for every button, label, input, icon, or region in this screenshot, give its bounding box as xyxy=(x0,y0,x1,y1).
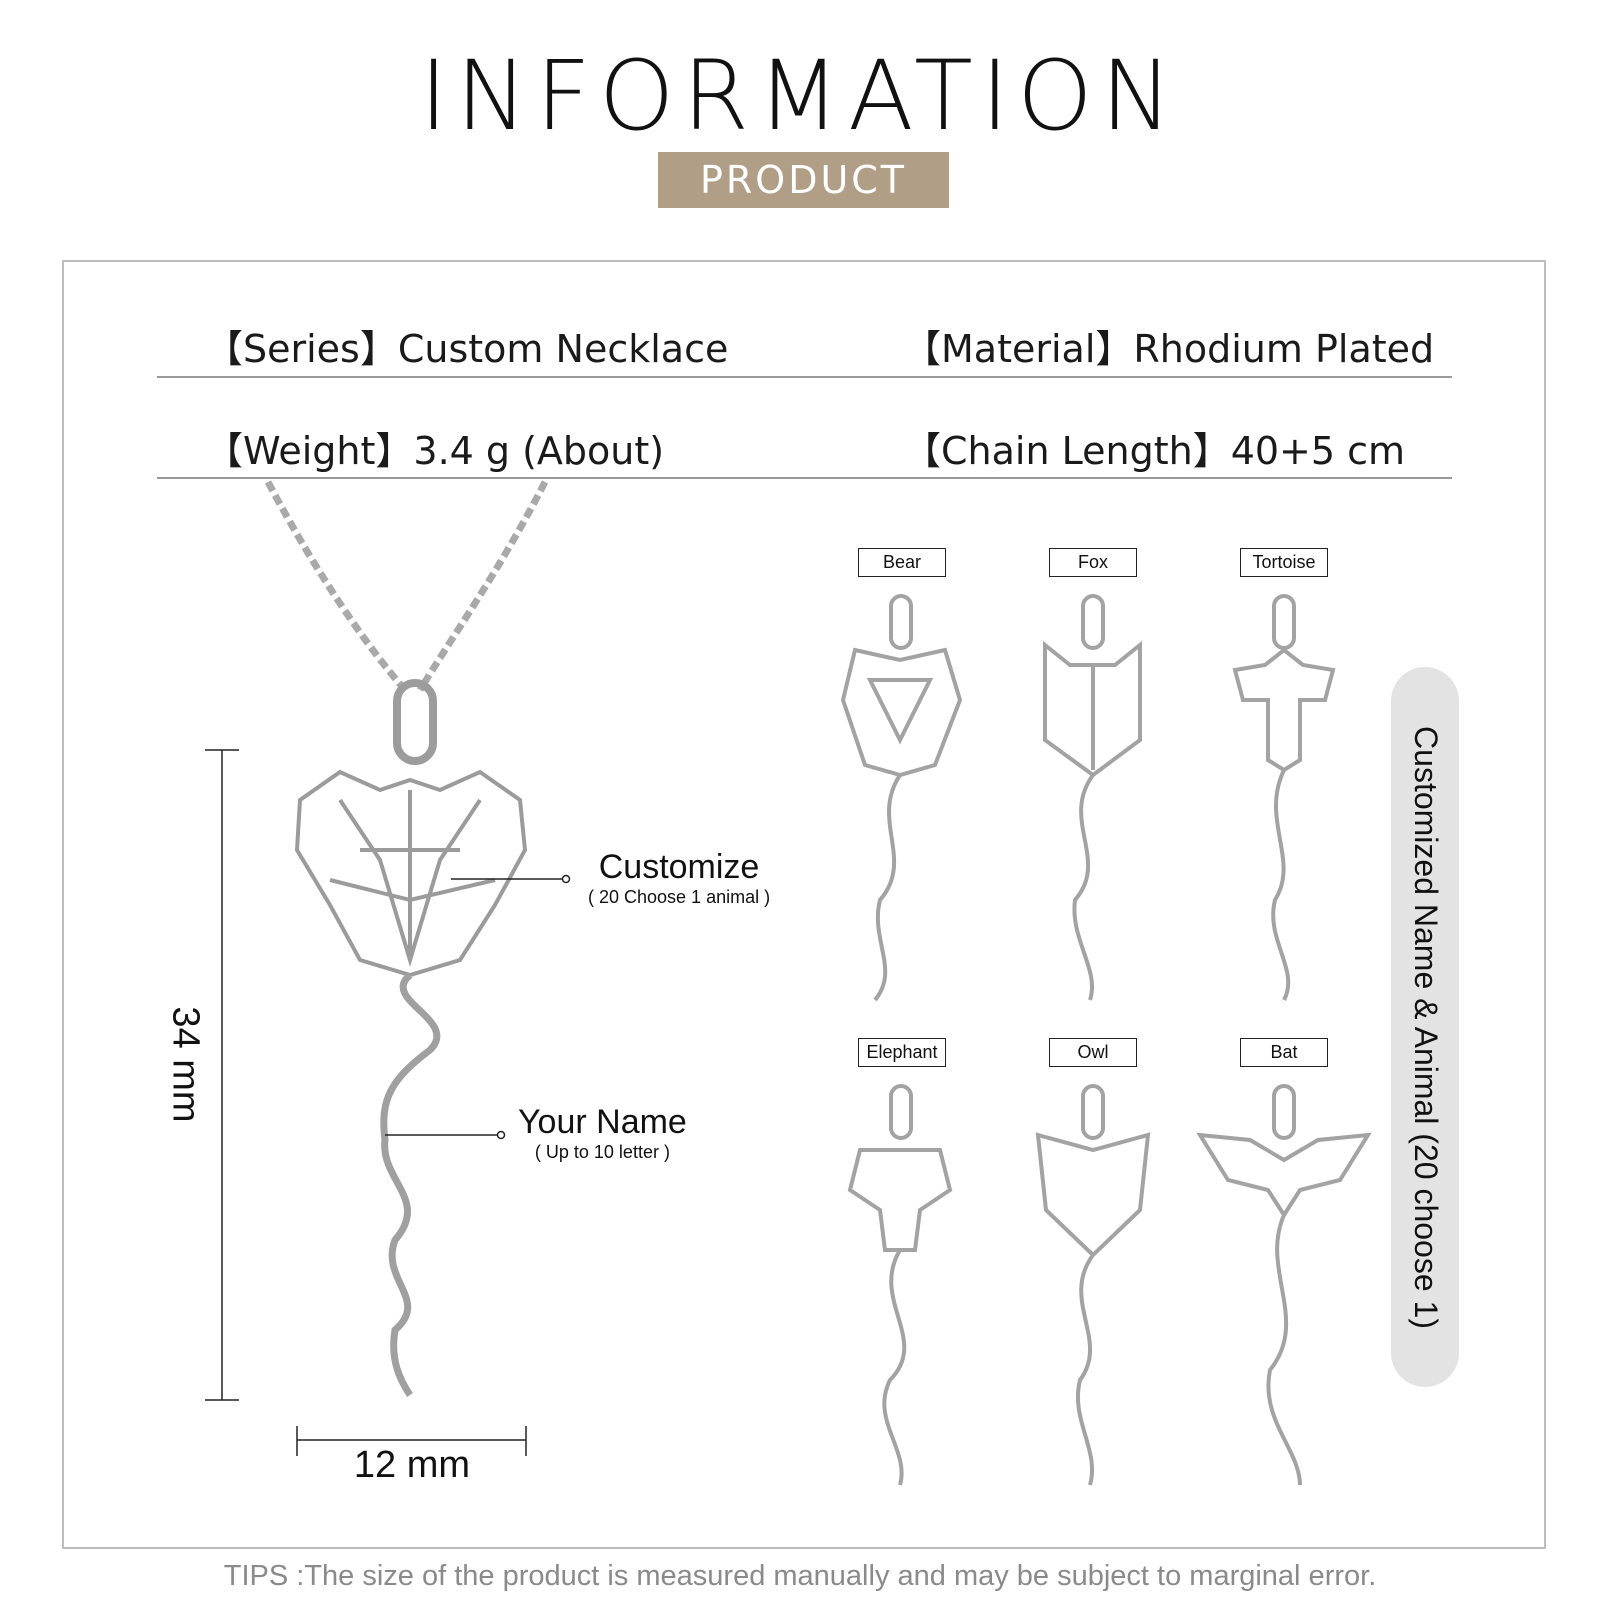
spec-chain-length: 【Chain Length】40+5 cm xyxy=(903,420,1405,475)
name-callout: Your Name ( Up to 10 letter ) xyxy=(518,1103,687,1163)
spec-material: 【Material】Rhodium Plated xyxy=(903,318,1434,373)
bear-pendant-icon xyxy=(840,594,963,1002)
width-dimension-line xyxy=(296,1426,527,1456)
callout-subtitle: ( 20 Choose 1 animal ) xyxy=(588,887,771,907)
height-label: 34 mm xyxy=(164,1005,207,1123)
spec-value: Rhodium Plated xyxy=(1133,327,1435,371)
divider xyxy=(157,477,1452,479)
spec-weight: 【Weight】3.4 g (About) xyxy=(205,420,664,475)
side-label-text: Customized Name & Animal (20 choose 1) xyxy=(1407,725,1444,1329)
height-dimension: 34 mm xyxy=(145,1006,225,1122)
animal-label-fox: Fox xyxy=(1049,548,1137,577)
side-pill xyxy=(1391,667,1459,1387)
pendant-animal-icon xyxy=(294,769,528,978)
tips-note: TIPS :The size of the product is measure… xyxy=(223,1560,1377,1592)
callout-dot-icon xyxy=(561,874,571,884)
callout-subtitle: ( Up to 10 letter ) xyxy=(534,1142,670,1162)
animal-label-bat: Bat xyxy=(1240,1038,1328,1067)
page-title: INFORMATION xyxy=(419,40,1181,152)
spec-value: 40+5 cm xyxy=(1230,429,1406,473)
animal-label-owl: Owl xyxy=(1049,1038,1137,1067)
callout-title: Customize xyxy=(598,848,760,886)
spec-value: Custom Necklace xyxy=(397,327,729,371)
fox-pendant-icon xyxy=(1043,594,1142,1001)
divider xyxy=(157,376,1452,378)
spec-series: 【Series】Custom Necklace xyxy=(205,318,728,373)
animal-pendants xyxy=(840,594,1372,1486)
side-label: Customized Name & Animal (20 choose 1) xyxy=(1391,667,1459,1387)
chain-icon xyxy=(264,480,549,693)
spec-label: 【Chain Length】 xyxy=(903,429,1231,473)
tortoise-pendant-icon xyxy=(1232,594,1336,1001)
spec-label: 【Material】 xyxy=(903,327,1134,371)
animal-label-elephant: Elephant xyxy=(858,1038,946,1067)
spec-label: 【Series】 xyxy=(205,327,398,371)
bail-icon xyxy=(393,679,437,765)
elephant-pendant-icon xyxy=(847,1084,953,1486)
callout-title: Your Name xyxy=(518,1103,687,1141)
animal-label-tortoise: Tortoise xyxy=(1240,548,1328,577)
spec-value: 3.4 g (About) xyxy=(413,429,665,473)
info-frame xyxy=(62,260,1546,1549)
height-dimension-line xyxy=(205,749,239,1401)
owl-pendant-icon xyxy=(1035,1084,1151,1486)
animal-label-bear: Bear xyxy=(858,548,946,577)
product-badge: PRODUCT xyxy=(658,152,949,208)
name-script-icon xyxy=(380,972,441,1397)
spec-label: 【Weight】 xyxy=(205,429,414,473)
callout-dot-icon xyxy=(496,1130,506,1140)
bat-pendant-icon xyxy=(1196,1084,1372,1486)
customize-callout: Customize ( 20 Choose 1 animal ) xyxy=(588,848,770,908)
width-dimension: 12 mm xyxy=(353,1444,471,1486)
